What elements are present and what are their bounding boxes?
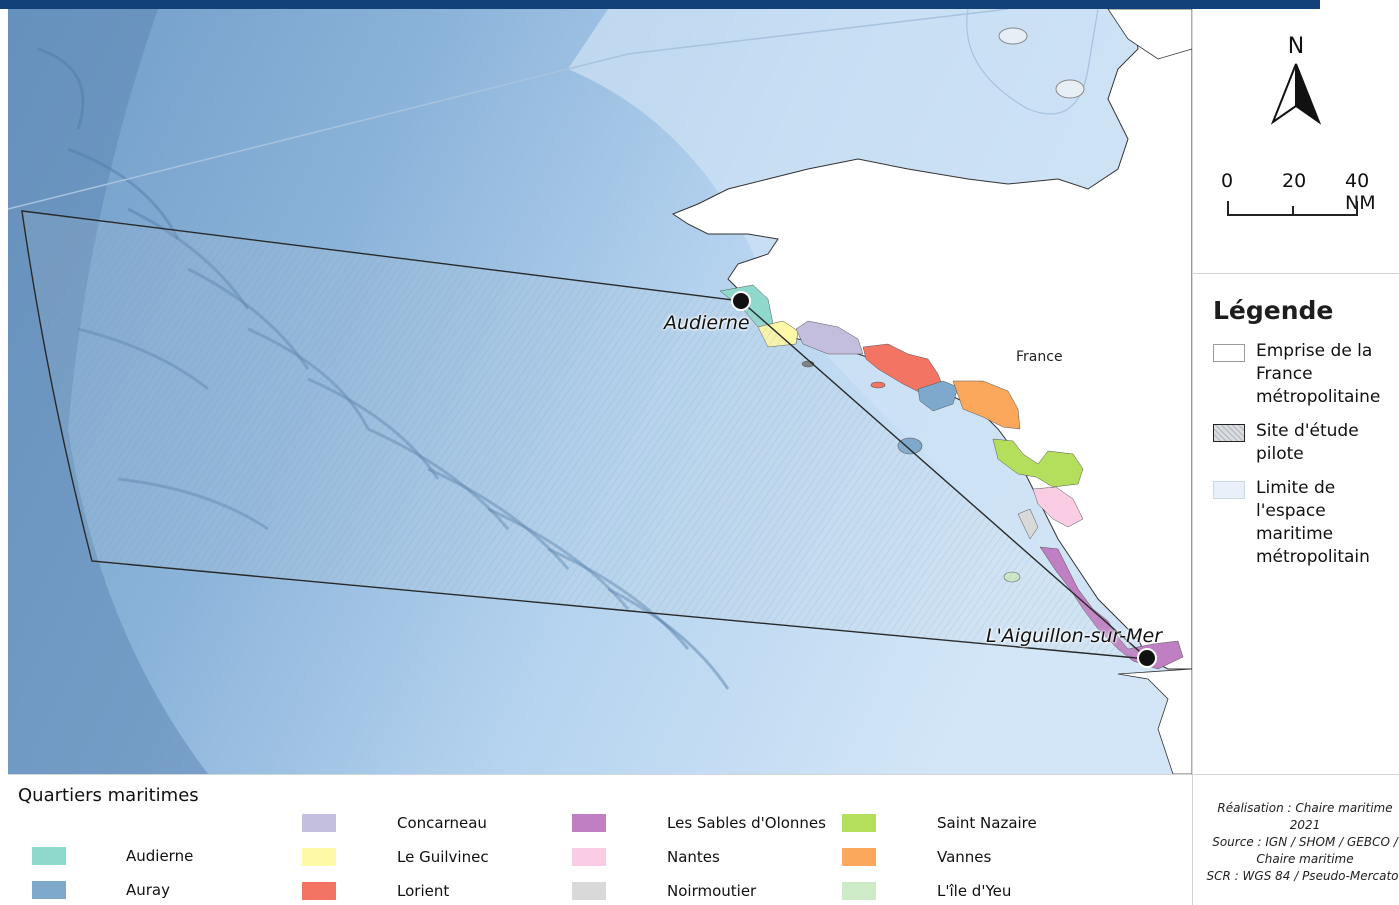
quartier-swatch-sables [572, 814, 606, 832]
study-site-polygon[interactable] [21, 210, 1151, 660]
quartier-label-auray: Auray [126, 881, 171, 899]
channel-island [1055, 79, 1085, 99]
credit-line-5: SCR : WGS 84 / Pseudo-Mercator [1206, 869, 1399, 883]
quartier-swatch-noirmoutier [572, 882, 606, 900]
legend-swatch [1213, 481, 1245, 499]
panel-divider [1193, 273, 1399, 274]
aiguillon-label: L'Aiguillon-sur-Mer [986, 625, 1163, 647]
quartier-swatch-saint-nazaire [842, 814, 876, 832]
quartier-label-audierne: Audierne [126, 847, 194, 865]
credit-line-4: Chaire maritime [1256, 852, 1354, 866]
study-site-fill [22, 211, 1148, 659]
quartier-label-sables: Les Sables d'Olonnes [667, 814, 826, 832]
quartier-swatch-audierne [32, 847, 66, 865]
eez-limit [8, 9, 1009, 210]
uk-land [1107, 9, 1192, 60]
quartiers-title: Quartiers maritimes [18, 785, 199, 806]
quartier-swatch-auray [32, 881, 66, 899]
map-canvas[interactable] [8, 9, 1192, 774]
legend-swatch [1213, 424, 1245, 442]
credit-line-2: 2021 [1289, 818, 1321, 832]
quartier-swatch-nantes [572, 848, 606, 866]
credit-line-1: Réalisation : Chaire maritime [1217, 801, 1393, 815]
north-arrow-icon [1270, 63, 1322, 125]
legend-label: Site d'étude pilote [1256, 421, 1359, 464]
quartier-swatch-le-guilvinec [302, 848, 336, 866]
ile-groix [870, 381, 886, 389]
legend-item-study-site: Site d'étude pilote [1213, 420, 1399, 468]
legend-title: Légende [1213, 296, 1334, 325]
abyssal-plain [8, 9, 208, 774]
quartier-label-ile-yeu: L'île d'Yeu [937, 882, 1012, 900]
side-panel [1192, 9, 1399, 774]
quartier-swatch-concarneau [302, 814, 336, 832]
legend-label: Limite de l'espace maritime métropolitai… [1256, 478, 1370, 567]
quartier-label-concarneau: Concarneau [397, 814, 487, 832]
quartier-swatch-lorient [302, 882, 336, 900]
top-banner [0, 0, 1320, 9]
channel-island [998, 27, 1028, 45]
audierne-point[interactable] [731, 291, 751, 311]
south-coast [1117, 668, 1192, 774]
aiguillon-point[interactable] [1137, 648, 1157, 668]
audierne-label: Audierne [664, 312, 750, 334]
france-label: France [1016, 349, 1063, 365]
scale-bar [1227, 201, 1358, 216]
credits-panel [1192, 774, 1399, 905]
quartier-label-saint-nazaire: Saint Nazaire [937, 814, 1037, 832]
quartier-label-vannes: Vannes [937, 848, 992, 866]
north-letter: N [1287, 34, 1305, 59]
scale-tick-20: 20 [1282, 170, 1307, 192]
quartier-swatch-vannes [842, 848, 876, 866]
legend-item-france: Emprise de la France métropolitaine [1213, 340, 1399, 410]
credit-line-3: Source : IGN / SHOM / GEBCO / [1212, 835, 1398, 849]
legend-item-eez: Limite de l'espace maritime métropolitai… [1213, 477, 1399, 567]
legend-label: Emprise de la France métropolitaine [1256, 341, 1381, 407]
scale-tick-0: 0 [1221, 170, 1234, 192]
quartier-label-le-guilvinec: Le Guilvinec [397, 848, 489, 866]
quartier-label-lorient: Lorient [397, 882, 450, 900]
scale-tick-40: 40 NM [1345, 170, 1376, 214]
quartier-label-nantes: Nantes [667, 848, 720, 866]
quartier-label-noirmoutier: Noirmoutier [667, 882, 757, 900]
legend-swatch [1213, 344, 1245, 362]
quartier-swatch-ile-yeu [842, 882, 876, 900]
